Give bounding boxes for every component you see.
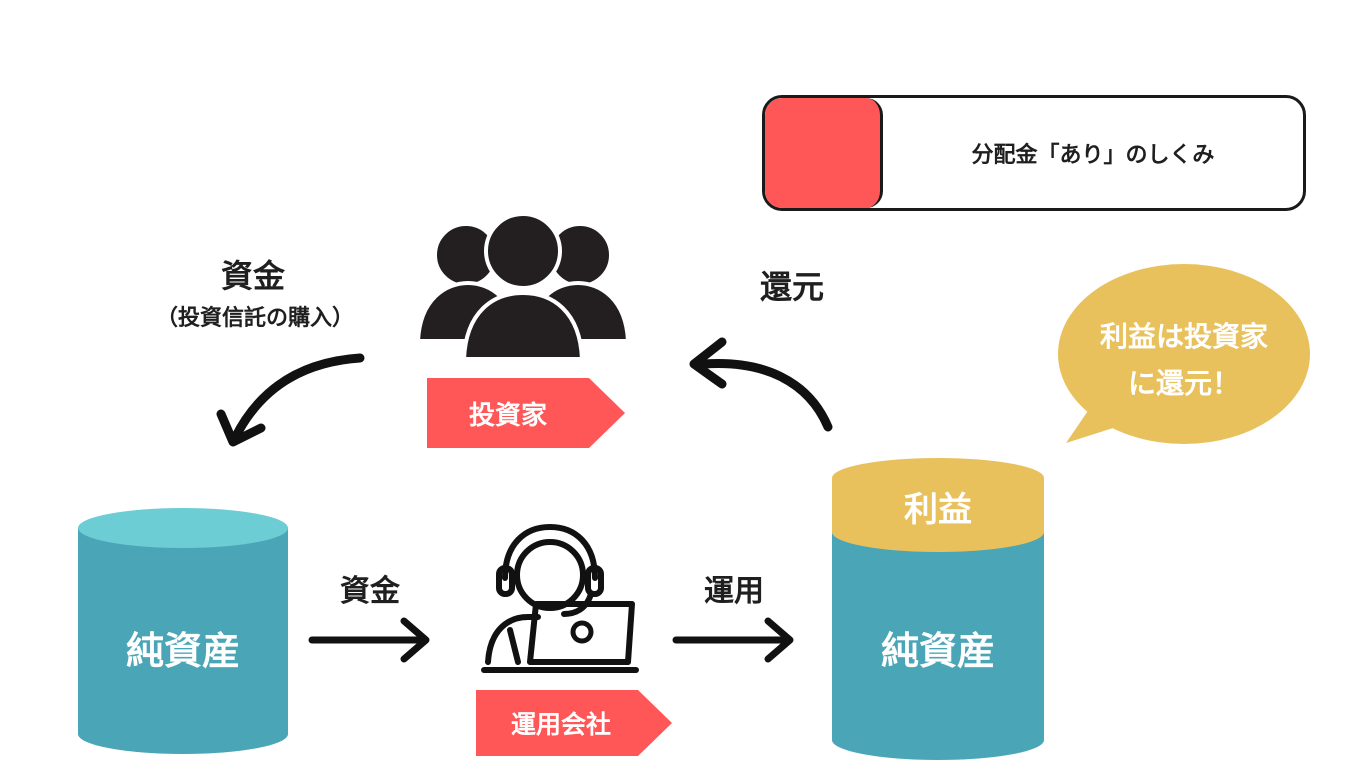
operate-label: 運用	[704, 574, 764, 609]
fund-label-middle: 資金	[340, 574, 400, 609]
profit-label: 利益	[904, 490, 972, 530]
straight-arrow-right-icon	[308, 617, 430, 663]
investor-tag-shape	[427, 378, 625, 448]
curved-arrow-return-icon	[689, 337, 833, 432]
group-of-people-icon	[415, 212, 631, 361]
bubble-line-2: に還元！	[1127, 367, 1240, 400]
company-tag-shape	[476, 690, 672, 756]
operator-with-headset-and-laptop-icon	[481, 524, 639, 673]
return-label: 還元	[759, 268, 824, 306]
left-cylinder-label: 純資産	[125, 629, 240, 673]
bubble-line-1: 利益は投資家	[1099, 320, 1268, 353]
company-label: 運用会社	[510, 710, 611, 739]
straight-arrow-right-icon-2	[672, 617, 794, 663]
right-cylinder-label: 純資産	[880, 629, 995, 673]
investor-label: 投資家	[468, 400, 547, 431]
speech-bubble-shape	[1058, 264, 1310, 444]
curved-arrow-down-icon	[216, 353, 365, 447]
title-color-swatch	[765, 98, 883, 208]
net-assets-cylinder-left	[78, 508, 288, 754]
net-assets-with-profit-cylinder	[832, 458, 1044, 760]
diagram-title: 分配金「あり」のしくみ	[971, 143, 1215, 168]
fund-label-top: 資金	[220, 257, 285, 295]
title-box: 分配金「あり」のしくみ	[762, 95, 1306, 211]
fund-sub-label: （投資信託の購入）	[155, 306, 354, 331]
